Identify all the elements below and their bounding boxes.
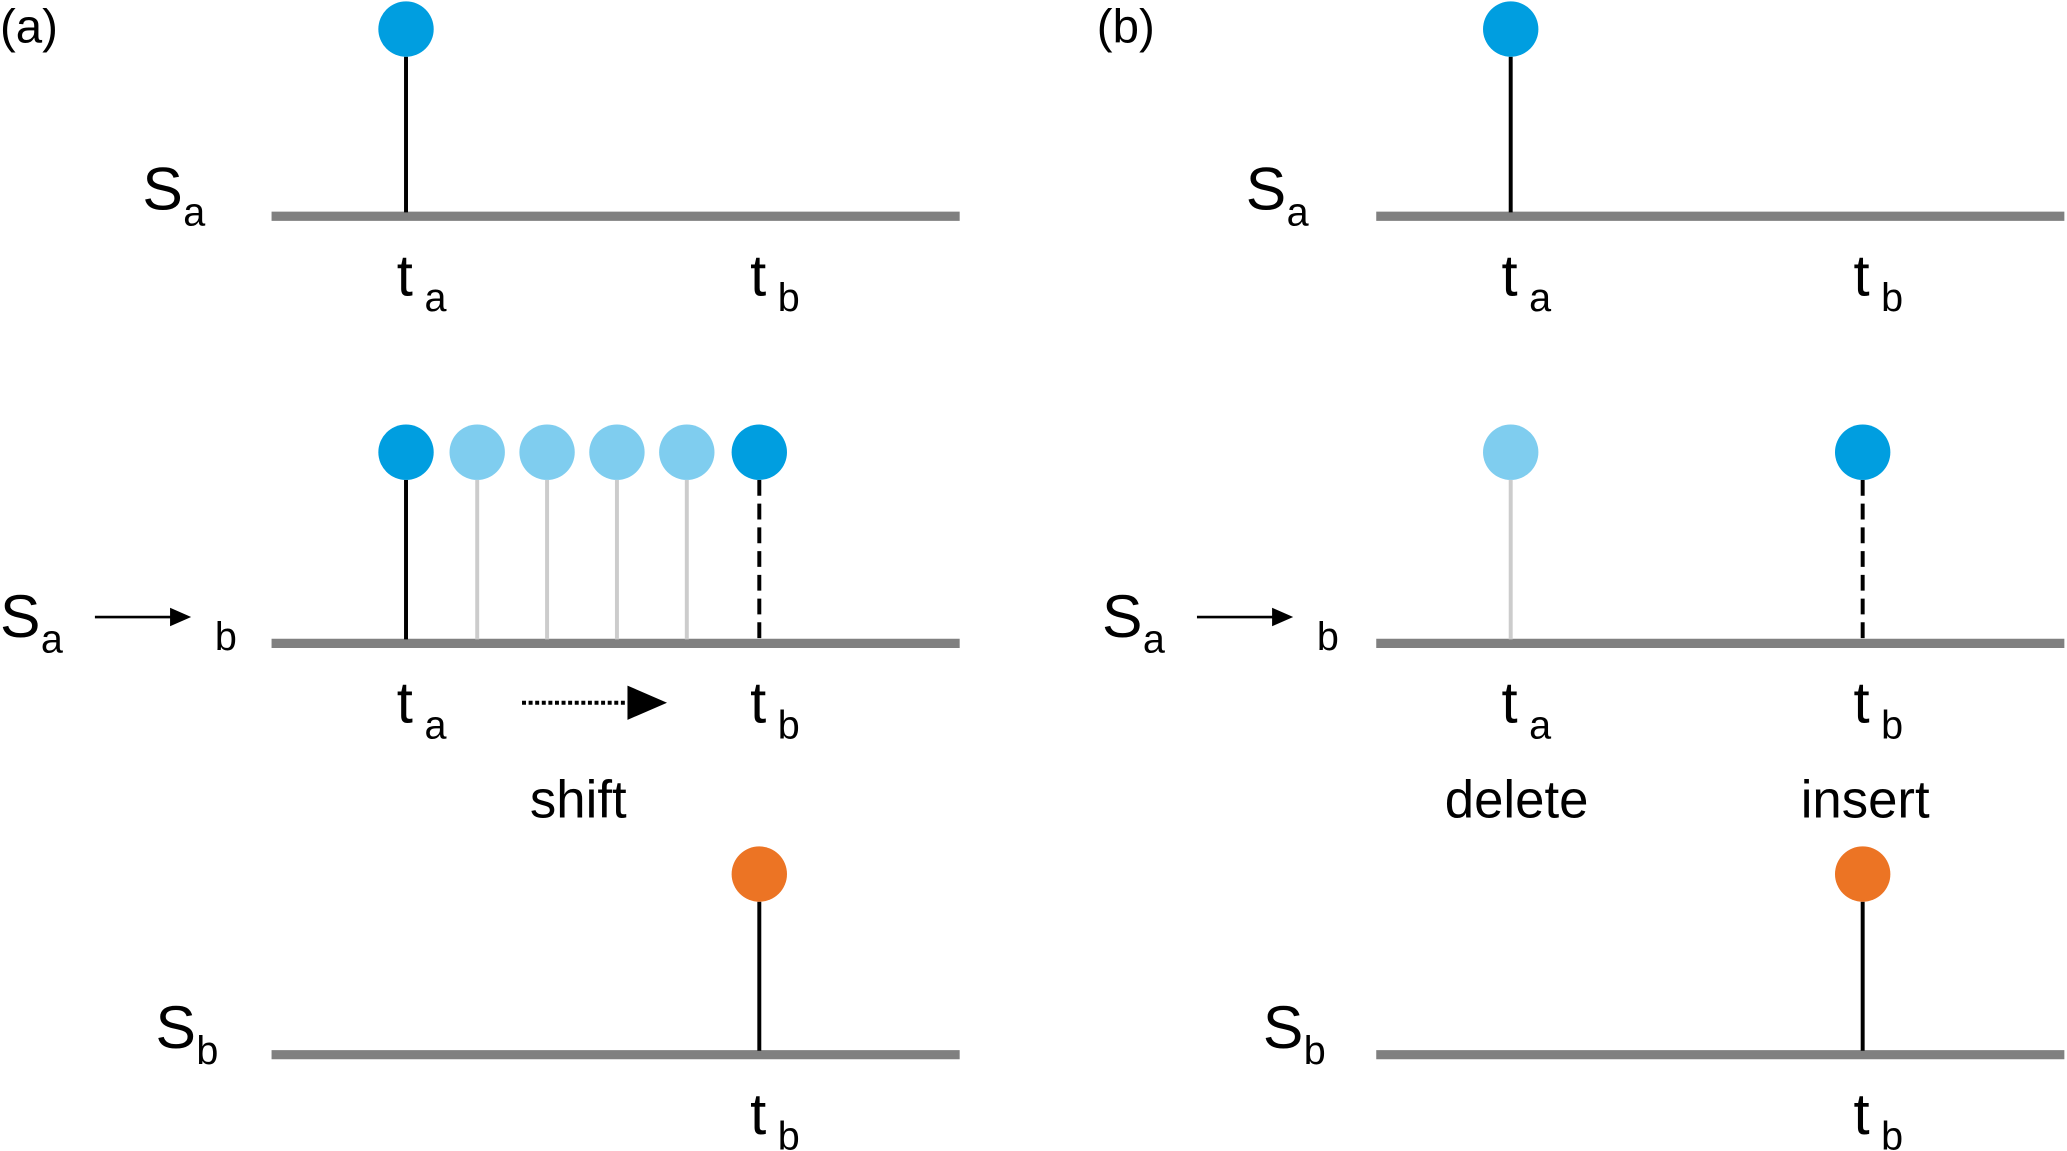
time-subscript: b [778, 1115, 800, 1151]
time-subscript: b [1881, 703, 1903, 747]
time-symbol: t [1501, 670, 1517, 735]
time-subscript: a [424, 703, 446, 747]
signal-subscript: a [1143, 618, 1165, 662]
spike-head-ghost [519, 424, 575, 480]
spike-target [731, 846, 787, 1051]
spike-head-active [378, 424, 434, 480]
spike-head-active [731, 424, 787, 480]
signal-symbol: S [0, 582, 40, 650]
spike-active [1483, 1, 1539, 213]
signal-symbol: S [156, 993, 196, 1061]
signal-subscript: b [1304, 1029, 1326, 1073]
spike-head-ghost [659, 424, 715, 480]
signal-subscript: b [196, 1029, 218, 1073]
time-symbol: t [1853, 670, 1869, 735]
spike-ghost [589, 424, 645, 640]
time-subscript: b [778, 276, 800, 320]
spike-ghost [659, 424, 715, 640]
time-subscript: a [1529, 703, 1551, 747]
operation-label-shift: shift [530, 770, 627, 829]
signal-target-subscript: b [1317, 615, 1339, 659]
spike-ghost [1483, 424, 1539, 640]
signal-target-subscript: b [215, 615, 237, 659]
panel-label: (a) [0, 0, 58, 53]
time-subscript: a [424, 276, 446, 320]
time-symbol: t [1853, 1082, 1869, 1147]
signal-subscript: a [183, 191, 205, 235]
signal-symbol: S [1102, 582, 1142, 650]
time-symbol: t [750, 243, 766, 308]
shift-arrow-head-icon [627, 685, 668, 720]
spike-ghost [449, 424, 505, 640]
spike-head-active [378, 1, 434, 57]
operation-label-delete: delete [1445, 770, 1589, 829]
time-subscript: b [778, 703, 800, 747]
operation-label-insert: insert [1801, 770, 1930, 829]
arrow-right-icon [170, 607, 192, 627]
time-symbol: t [397, 243, 413, 308]
spike-active [378, 1, 434, 213]
spike-active [731, 424, 787, 640]
time-symbol: t [397, 670, 413, 735]
spike-head-target [731, 846, 787, 902]
time-subscript: b [1881, 276, 1903, 320]
spike-active [378, 424, 434, 640]
time-symbol: t [1853, 243, 1869, 308]
spike-ghost [519, 424, 575, 640]
spike-active [1834, 424, 1891, 640]
time-symbol: t [750, 1082, 766, 1147]
arrow-right-icon [1272, 607, 1294, 627]
time-subscript: a [1529, 276, 1551, 320]
time-subscript: b [1881, 1115, 1903, 1151]
spike-target [1834, 846, 1891, 1051]
signal-subscript: a [41, 618, 63, 662]
time-symbol: t [1501, 243, 1517, 308]
spike-head-ghost [1483, 424, 1539, 480]
spike-head-active [1483, 1, 1539, 57]
panel-label: (b) [1097, 0, 1155, 53]
signal-symbol: S [1246, 155, 1286, 223]
signal-symbol: S [142, 155, 182, 223]
spike-head-ghost [589, 424, 645, 480]
spike-head-ghost [449, 424, 505, 480]
signal-symbol: S [1263, 993, 1303, 1061]
signal-subscript: a [1287, 191, 1309, 235]
spike-head-active [1834, 424, 1891, 480]
spike-head-target [1834, 846, 1891, 902]
time-symbol: t [750, 670, 766, 735]
